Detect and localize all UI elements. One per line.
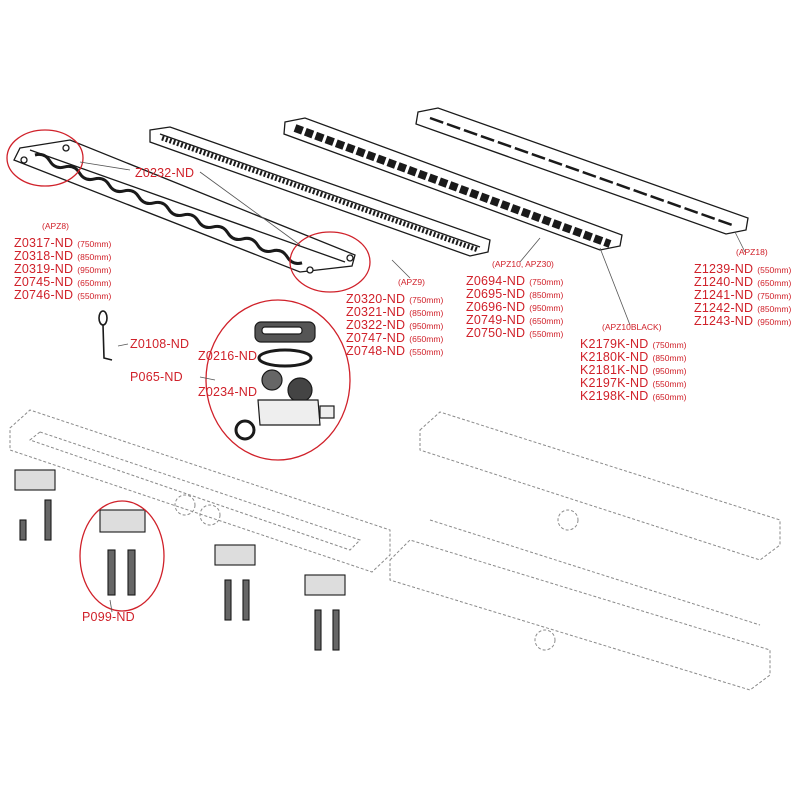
siphon-parts [234, 321, 335, 441]
part-row: Z0750-ND(550mm) [466, 326, 564, 340]
group-apz18: (APZ18) Z1239-ND(550mm) Z1240-ND(650mm) … [694, 247, 792, 328]
part-row: Z0747-ND(650mm) [346, 331, 444, 345]
grate-apz18 [415, 107, 749, 235]
callout-ring-legs [79, 500, 165, 612]
grate-apz10 [283, 117, 623, 251]
group-apz10-tag: (APZ10, APZ30) [492, 259, 554, 269]
part-row: Z1242-ND(850mm) [694, 301, 792, 315]
part-row: Z0317-ND(750mm) [14, 236, 112, 250]
part-row: Z0694-ND(750mm) [466, 274, 564, 288]
channel-right-dashed [389, 411, 781, 691]
part-row: Z1241-ND(750mm) [694, 288, 792, 302]
part-row: K2198K-ND(650mm) [580, 389, 687, 403]
group-apz10black-tag: (APZ10BLACK) [602, 322, 662, 332]
removal-hook [98, 310, 113, 361]
callout-z0108: Z0108-ND [130, 337, 190, 351]
part-row: K2180K-ND(850mm) [580, 350, 687, 364]
callout-ring-apz8-right [289, 231, 371, 293]
part-row: Z0321-ND(850mm) [346, 305, 444, 319]
group-apz9: (APZ9) Z0320-ND(750mm) Z0321-ND(850mm) Z… [346, 277, 444, 358]
grate-apz9 [149, 126, 491, 257]
part-row: Z0748-ND(550mm) [346, 344, 444, 358]
part-row: Z0749-ND(650mm) [466, 313, 564, 327]
part-row: K2197K-ND(550mm) [580, 376, 687, 390]
callout-ring-apz8-left [6, 129, 84, 187]
part-row: Z0319-ND(950mm) [14, 262, 112, 276]
part-row: Z0322-ND(950mm) [346, 318, 444, 332]
group-apz10black: (APZ10BLACK) K2179K-ND(750mm) K2180K-ND(… [580, 322, 687, 403]
group-apz8: (APZ8) Z0317-ND(750mm) Z0318-ND(850mm) Z… [14, 221, 112, 302]
grate-apz8 [13, 139, 356, 274]
part-row: Z0320-ND(750mm) [346, 292, 444, 306]
callout-ring-siphon [205, 299, 351, 461]
callout-z0232: Z0232-ND [135, 166, 195, 180]
part-row: Z1239-ND(550mm) [694, 262, 792, 276]
part-row: K2181K-ND(950mm) [580, 363, 687, 377]
part-row: Z0696-ND(950mm) [466, 300, 564, 314]
callout-p065: P065-ND [130, 370, 183, 384]
part-row: Z0746-ND(550mm) [14, 288, 112, 302]
leg-assemblies [14, 469, 346, 651]
callout-z0216: Z0216-ND [198, 349, 258, 363]
part-row: Z1243-ND(950mm) [694, 314, 792, 328]
part-row: Z0695-ND(850mm) [466, 287, 564, 301]
callout-z0234: Z0234-ND [198, 385, 258, 399]
group-apz8-tag: (APZ8) [42, 221, 69, 231]
part-row: Z0318-ND(850mm) [14, 249, 112, 263]
group-apz10: (APZ10, APZ30) Z0694-ND(750mm) Z0695-ND(… [466, 259, 564, 340]
callout-p099: P099-ND [82, 610, 135, 624]
group-apz18-tag: (APZ18) [736, 247, 768, 257]
part-row: Z0745-ND(650mm) [14, 275, 112, 289]
group-apz9-tag: (APZ9) [398, 277, 425, 287]
channel-left-dashed [9, 409, 391, 573]
part-row: K2179K-ND(750mm) [580, 337, 687, 351]
part-row: Z1240-ND(650mm) [694, 275, 792, 289]
